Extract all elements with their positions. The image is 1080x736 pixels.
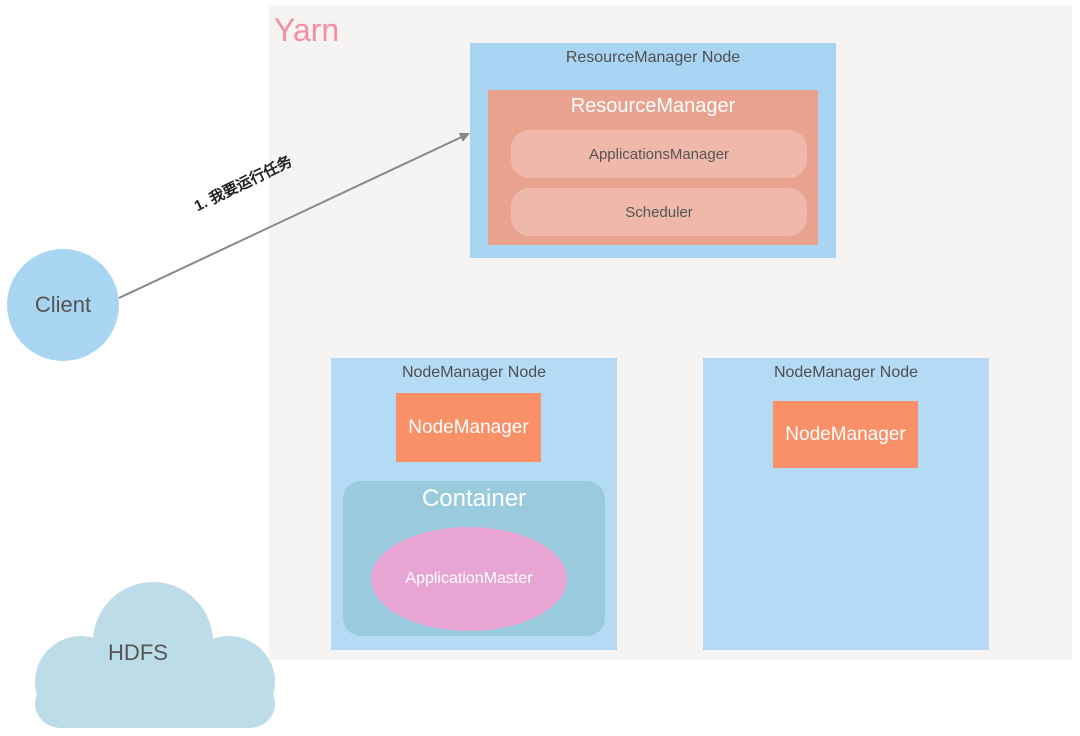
applications-manager-box: ApplicationsManager: [511, 130, 807, 178]
yarn-title: Yarn: [274, 12, 340, 48]
container-title: Container: [421, 485, 527, 512]
scheduler-box: Scheduler: [511, 188, 807, 236]
application-master-ellipse: ApplicationMaster: [371, 527, 567, 631]
node-manager-box-2: NodeManager: [773, 401, 918, 468]
client-circle: Client: [7, 249, 119, 361]
hdfs-label: HDFS: [108, 640, 168, 665]
resource-manager-node-title: ResourceManager Node: [565, 49, 741, 66]
resource-manager-title: ResourceManager: [570, 95, 736, 117]
node-manager-node-2-title: NodeManager Node: [773, 364, 919, 381]
hdfs-cloud-icon: [35, 582, 275, 728]
node-manager-node-1-title: NodeManager Node: [401, 364, 547, 381]
node-manager-box-1: NodeManager: [396, 393, 541, 462]
